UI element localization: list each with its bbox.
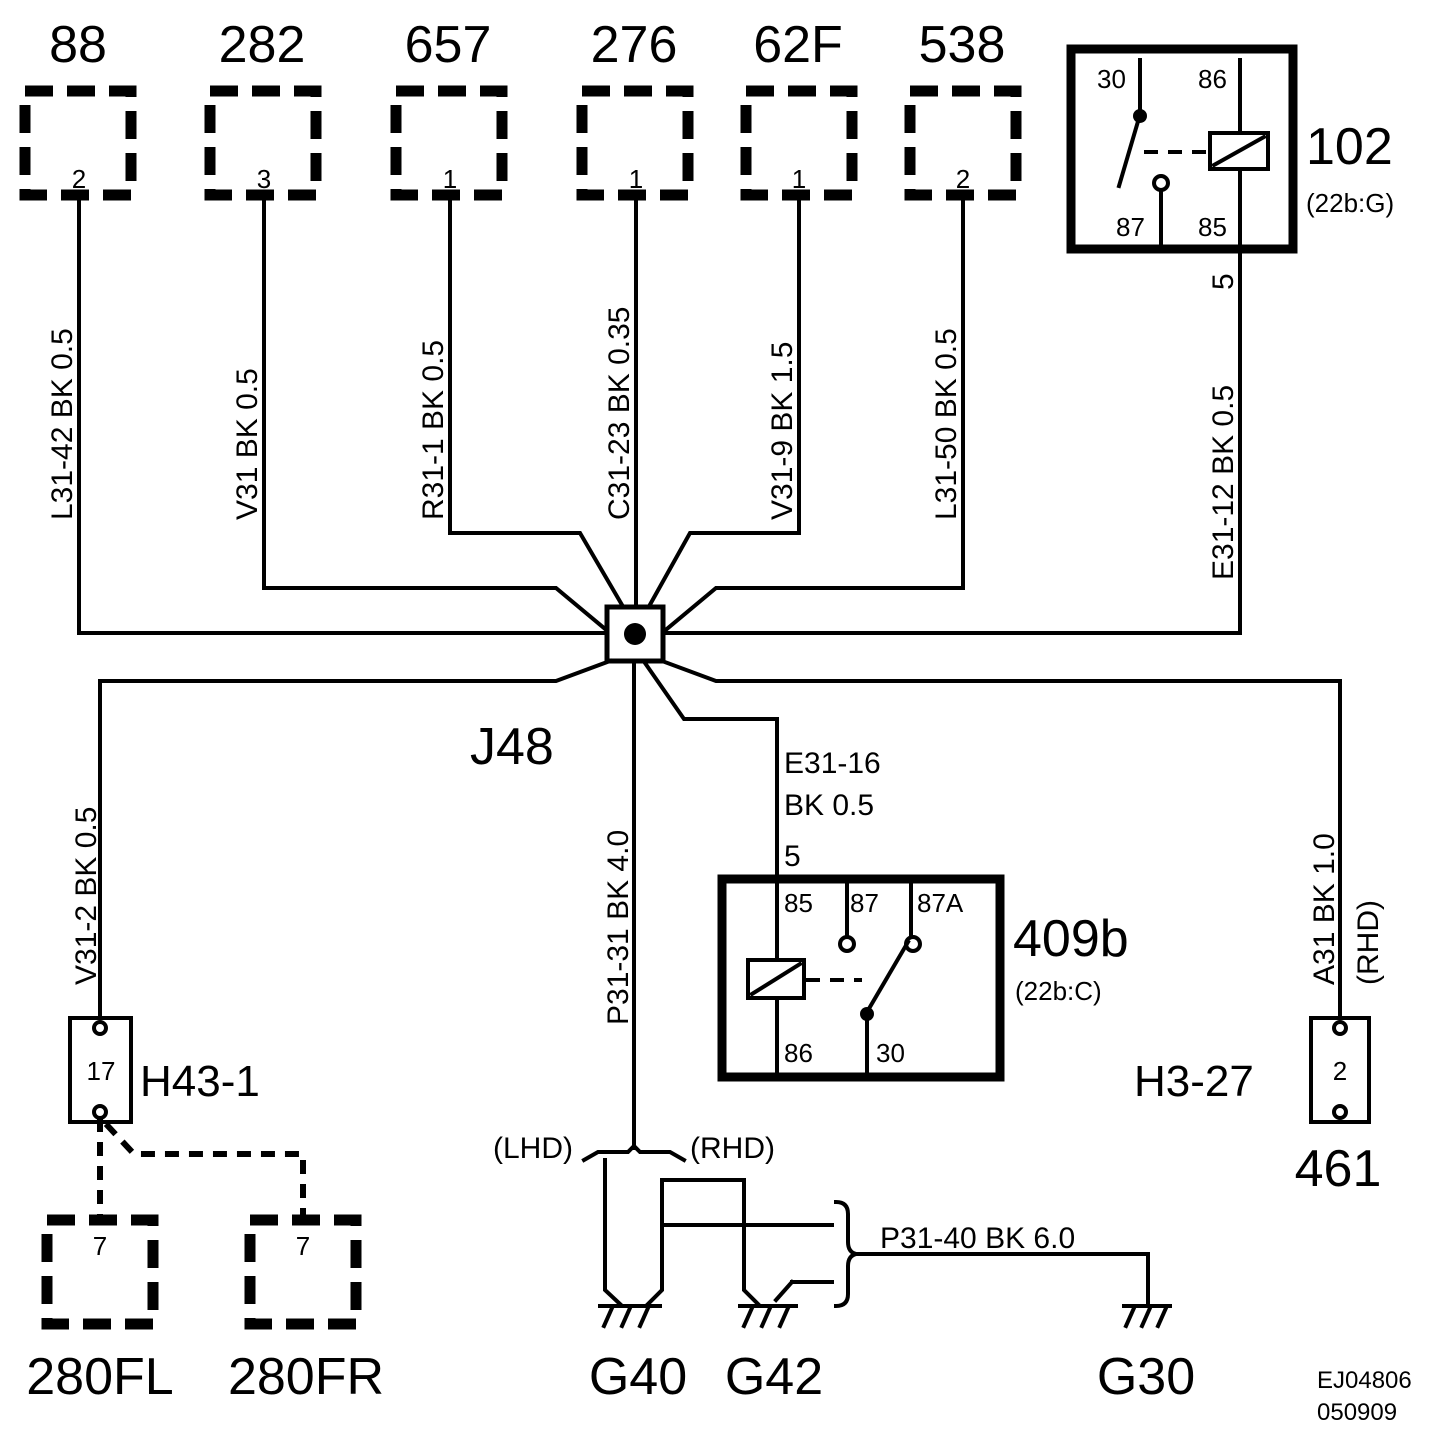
component-280fr-label: 280FR <box>228 1348 384 1406</box>
wire-label-g30: P31-40 BK 6.0 <box>880 1222 1075 1255</box>
component-280fl: 7 280FL <box>26 1214 174 1406</box>
ground-g30-label: G30 <box>1097 1348 1195 1406</box>
wire-label-409-line2: BK 0.5 <box>784 789 874 822</box>
ground-section: (LHD) (RHD) P31-40 BK 6.0 <box>493 1132 1195 1406</box>
component-538-label: 538 <box>919 16 1006 74</box>
relay-102-pin-86: 86 <box>1198 64 1227 94</box>
connector-h43-1-label: H43-1 <box>140 1057 260 1106</box>
component-538: 538 2 <box>904 16 1022 201</box>
relay-102-pin-30: 30 <box>1097 64 1126 94</box>
component-62f-label: 62F <box>753 16 843 74</box>
wire-label-409-line1: E31-16 <box>784 747 881 780</box>
component-657-pin: 1 <box>443 164 457 194</box>
connector-h3-27-pin: 2 <box>1333 1056 1347 1086</box>
relay-102-ref: (22b:G) <box>1306 188 1394 218</box>
ground-rhd-label: (RHD) <box>690 1132 775 1165</box>
wire-label-ground: P31-31 BK 4.0 <box>602 830 635 1025</box>
ground-symbol-g30 <box>1122 1304 1172 1329</box>
component-88: 88 2 <box>19 16 137 201</box>
component-657: 657 1 <box>390 16 508 201</box>
component-280fr: 7 280FR <box>228 1214 384 1406</box>
ground-g40-label: G40 <box>589 1348 687 1406</box>
relay-409b-pin-87a: 87A <box>917 888 964 918</box>
component-538-pin: 2 <box>956 164 970 194</box>
relay-409b-pin-87: 87 <box>850 888 879 918</box>
relay-409b-pin-86: 86 <box>784 1038 813 1068</box>
component-282-label: 282 <box>219 16 306 74</box>
connector-h43-1-pin: 17 <box>87 1056 116 1086</box>
relay-409b-wire-pin: 5 <box>784 840 801 873</box>
component-282-pin: 3 <box>257 164 271 194</box>
wire-label-276: C31-23 BK 0.35 <box>603 307 636 520</box>
component-280fr-pin: 7 <box>296 1231 310 1261</box>
ground-symbol-g42 <box>738 1304 798 1329</box>
wire-label-h43: V31-2 BK 0.5 <box>70 807 103 985</box>
component-62f-pin: 1 <box>792 164 806 194</box>
wire-label-62f: V31-9 BK 1.5 <box>766 342 799 520</box>
ground-g42-label: G42 <box>725 1348 823 1406</box>
wires-bottom <box>98 658 1342 1150</box>
wire-label-282: V31 BK 0.5 <box>231 368 264 520</box>
wire-label-h3-note: (RHD) <box>1352 900 1385 985</box>
relay-409b-label: 409b <box>1013 910 1129 968</box>
component-657-label: 657 <box>405 16 492 74</box>
wire-label-102: E31-12 BK 0.5 <box>1207 385 1240 580</box>
relay-102-pin-85: 85 <box>1198 212 1227 242</box>
wire-label-88: L31-42 BK 0.5 <box>46 328 79 520</box>
ground-lhd-label: (LHD) <box>493 1132 573 1165</box>
component-282: 282 3 <box>204 16 322 201</box>
wire-label-657: R31-1 BK 0.5 <box>417 340 450 520</box>
connector-h43-1: 17 H43-1 <box>68 1016 306 1222</box>
component-62f: 62F 1 <box>740 16 858 201</box>
wire-label-538: L31-50 BK 0.5 <box>930 328 963 520</box>
relay-409b-pin-30: 30 <box>876 1038 905 1068</box>
splice-j48-label: J48 <box>470 718 554 776</box>
component-276-label: 276 <box>591 16 678 74</box>
relay-409b-ref: (22b:C) <box>1015 976 1102 1006</box>
component-280fl-pin: 7 <box>93 1231 107 1261</box>
wire-label-h3: A31 BK 1.0 <box>1308 833 1341 985</box>
connector-h3-27-label: H3-27 <box>1134 1057 1254 1106</box>
component-276: 276 1 <box>576 16 694 201</box>
relay-102: 30 86 87 85 102 (22b:G) <box>1066 44 1394 254</box>
relay-102-pin-87: 87 <box>1116 212 1145 242</box>
component-88-pin: 2 <box>72 164 86 194</box>
component-88-label: 88 <box>49 16 107 74</box>
footer-code: EJ04806 <box>1317 1367 1412 1394</box>
relay-409b: 85 87 87A 86 30 409b (22b:C) <box>717 874 1129 1082</box>
relay-102-label: 102 <box>1306 118 1393 176</box>
relay-409b-pin-85: 85 <box>784 888 813 918</box>
connector-h3-27: 2 H3-27 461 <box>1134 1016 1382 1198</box>
footer-date: 050909 <box>1317 1399 1397 1426</box>
ground-symbol-g40 <box>598 1304 662 1329</box>
relay-102-wire-pin: 5 <box>1207 273 1240 290</box>
component-280fl-label: 280FL <box>26 1348 173 1406</box>
component-276-pin: 1 <box>629 164 643 194</box>
splice-j48: J48 <box>470 604 666 776</box>
wires-top <box>77 193 1242 636</box>
connector-h3-27-dest: 461 <box>1295 1140 1382 1198</box>
